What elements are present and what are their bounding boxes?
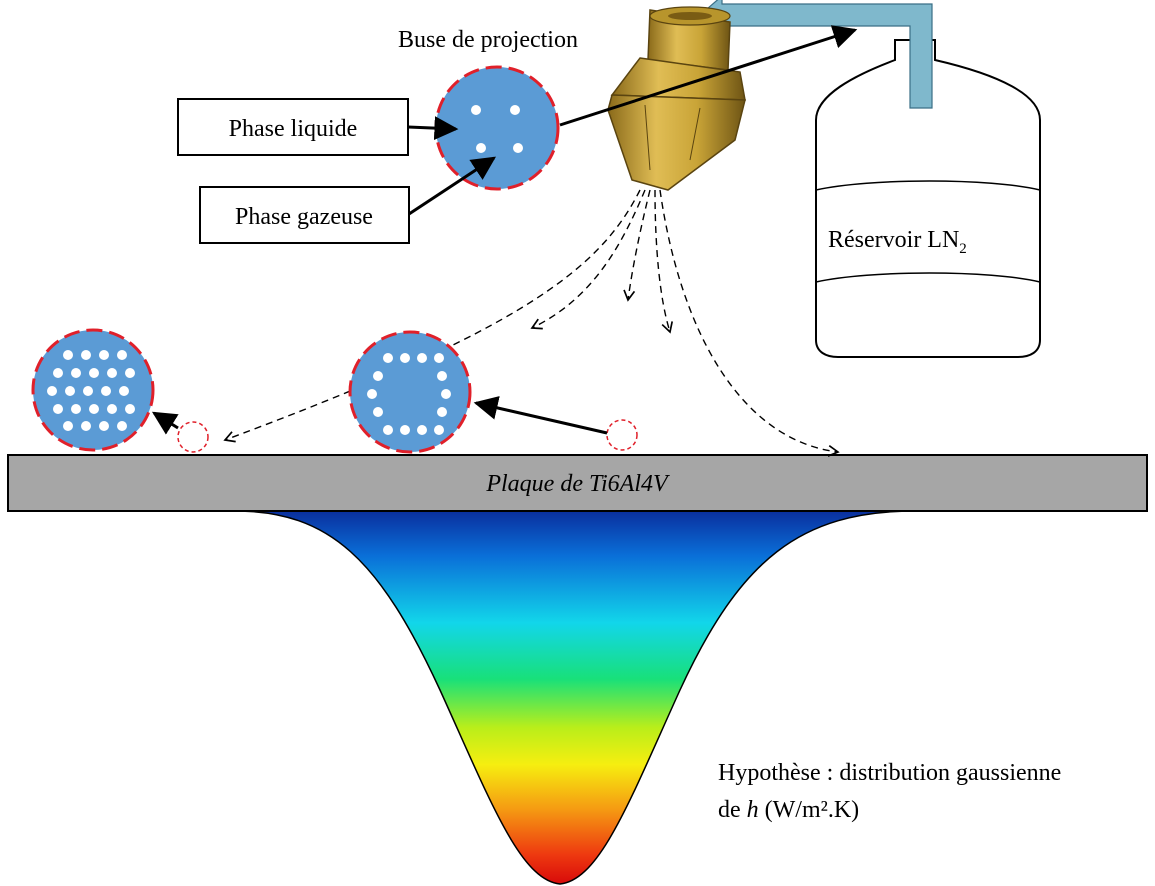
small-bubble-right <box>606 419 638 451</box>
gas-phase-box: Phase gazeuse <box>199 186 410 244</box>
liquid-phase-label: Phase liquide <box>229 116 358 142</box>
small-bubble-left <box>177 421 209 453</box>
spray-nozzle <box>607 6 746 191</box>
plate-label: Plaque de Ti6Al4V <box>485 471 670 497</box>
droplet-to-nozzle-arrow <box>559 25 858 127</box>
liquid-phase-box: Phase liquide <box>177 98 409 156</box>
gaussian-distribution <box>234 510 916 885</box>
gas-phase-label: Phase gazeuse <box>235 204 373 230</box>
ln2-reservoir: Réservoir LN2 <box>815 39 1041 358</box>
titanium-plate <box>7 454 1148 512</box>
spray-trajectories <box>223 189 840 457</box>
hypothesis-line1: Hypothèse : distribution gaussienne <box>718 760 1061 786</box>
liquid-phase-arrow <box>407 116 459 141</box>
reservoir-label: Réservoir LN2 <box>828 227 967 257</box>
gas-phase-arrow <box>408 156 497 216</box>
bubble-to-left-droplet-arrow <box>151 411 179 435</box>
droplet-left <box>31 328 155 452</box>
droplet-middle <box>348 330 472 454</box>
bubble-to-droplet-arrow <box>473 396 608 435</box>
nozzle-label: Buse de projection <box>398 27 578 53</box>
hypothesis-line2: de h (W/m².K) <box>718 797 859 823</box>
